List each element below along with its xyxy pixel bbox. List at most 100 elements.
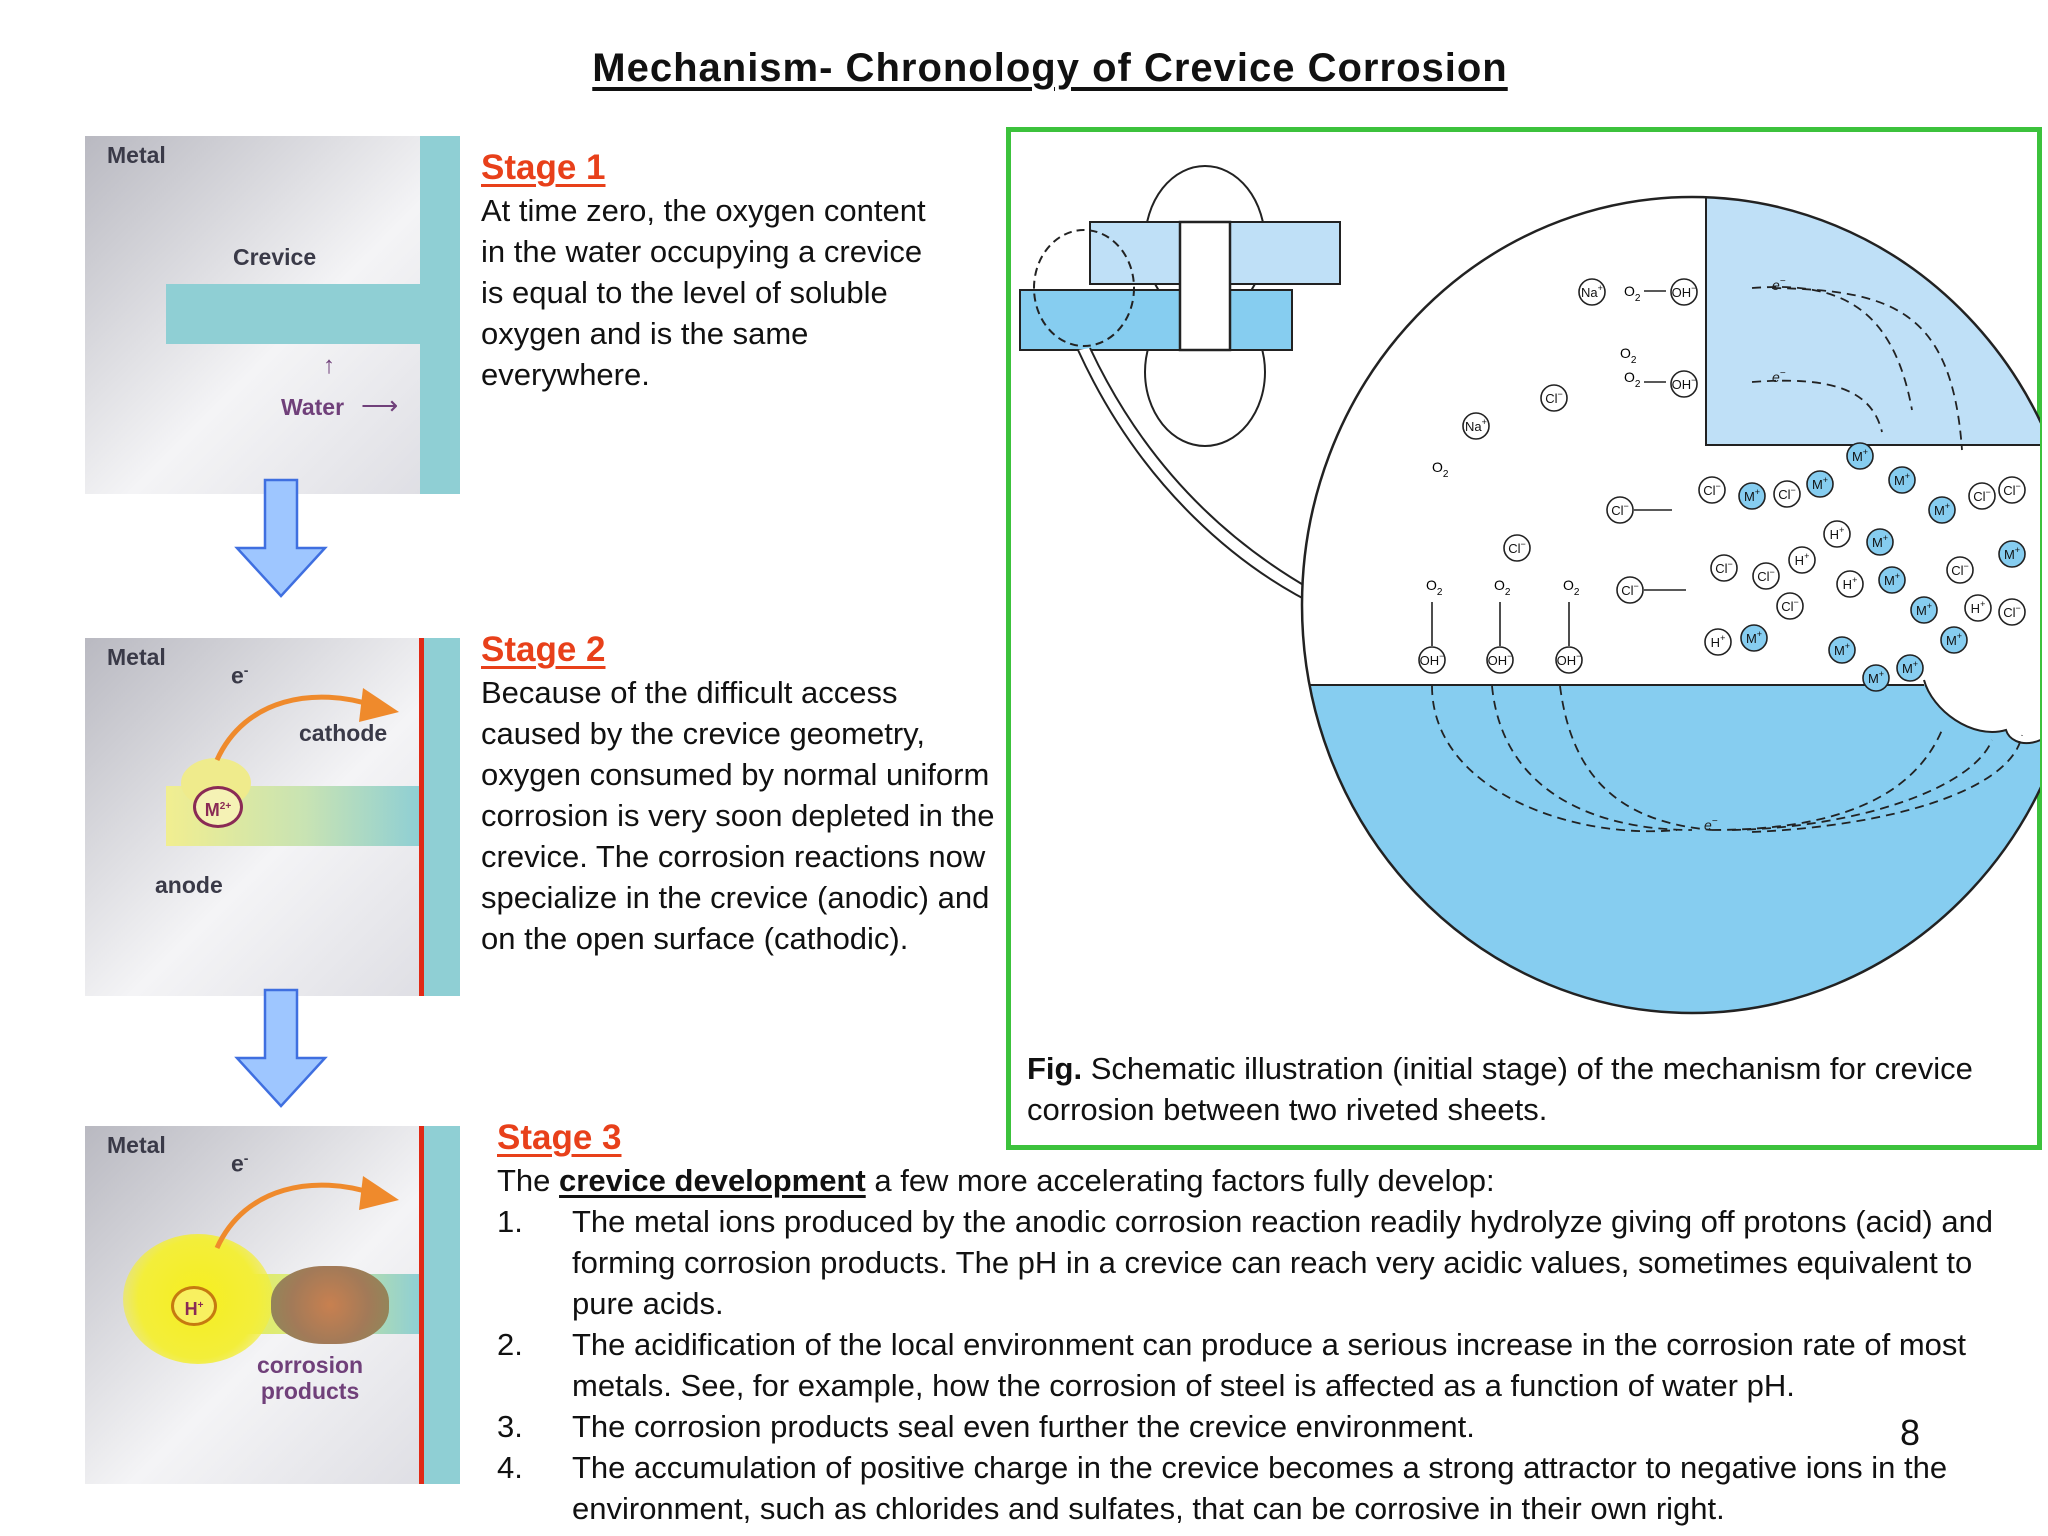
- item-text: The accumulation of positive charge in t…: [572, 1450, 1948, 1526]
- down-arrow-icon: [234, 988, 328, 1108]
- item-text: The metal ions produced by the anodic co…: [572, 1204, 1994, 1321]
- cathode-surface: [419, 638, 424, 996]
- item-number: 1.: [497, 1204, 523, 1239]
- crevice-channel: [166, 284, 426, 344]
- metal-ion: M+: [1740, 624, 1768, 652]
- svg-text:OH−: OH−: [1488, 651, 1513, 668]
- metal-ion: M+: [1862, 664, 1890, 692]
- metal-ion: M+: [1846, 442, 1874, 470]
- item-number: 4.: [497, 1450, 523, 1485]
- chloride-ion: Cl−: [1968, 482, 1996, 510]
- electron-label: e-: [231, 1150, 249, 1177]
- water-bar: [424, 638, 460, 996]
- hydroxide-ion: OH−: [1555, 646, 1583, 674]
- stage2-heading: Stage 2: [481, 630, 606, 669]
- stage2-diagram: Metal e- cathode M2+ anode: [85, 638, 460, 996]
- stage3-factor-item: 3.The corrosion products seal even furth…: [497, 1406, 2037, 1447]
- metal-ion: M+: [1738, 482, 1766, 510]
- stage3-factor-item: 4. The accumulation of positive charge in…: [497, 1447, 2037, 1529]
- corrosion-products-blob: [271, 1266, 389, 1344]
- water-label: Water: [281, 394, 345, 420]
- sodium-ion: Na+: [1462, 412, 1490, 440]
- item-number: 2.: [497, 1327, 523, 1362]
- stage3-factor-item: 1. The metal ions produced by the anodic …: [497, 1201, 2037, 1324]
- metal-ion: M+: [1896, 654, 1924, 682]
- hydroxide-ion: OH−: [1418, 646, 1446, 674]
- corrosion-products-label: corrosion products: [257, 1352, 364, 1404]
- chloride-ion: Cl−: [1503, 534, 1531, 562]
- chloride-ion: Cl−: [1616, 576, 1644, 604]
- electrolyte-bottom-sheet: [1302, 685, 2040, 1013]
- cathode-label: cathode: [299, 720, 388, 746]
- sodium-ion: Na+: [1578, 278, 1606, 306]
- item-text: The corrosion products seal even further…: [572, 1409, 1475, 1444]
- stage3-factor-item: 2.The acidification of the local environ…: [497, 1324, 2037, 1406]
- svg-text:OH−: OH−: [1672, 375, 1697, 392]
- proton-ion: H+: [1964, 594, 1992, 622]
- proton-ion: H+: [1788, 546, 1816, 574]
- metal-ion: M+: [1866, 528, 1894, 556]
- crevice-outline: [1705, 197, 2040, 744]
- chloride-ion: Cl−: [1998, 476, 2026, 504]
- down-arrow-icon: [234, 478, 328, 598]
- chloride-ion: Cl−: [1540, 384, 1568, 412]
- svg-text:OH−: OH−: [1557, 651, 1582, 668]
- metal-ion: M+: [1806, 470, 1834, 498]
- stage2-text: Because of the difficult access caused b…: [481, 675, 995, 956]
- zoom-ellipse: [1300, 195, 2040, 1015]
- chloride-ion: Cl−: [1606, 496, 1634, 524]
- figure-caption-label: Fig.: [1027, 1051, 1083, 1086]
- hydroxide-ion: OH−: [1486, 646, 1514, 674]
- figure-caption-text: Schematic illustration (initial stage) o…: [1027, 1051, 1973, 1127]
- metal-ion: M+: [1998, 540, 2026, 568]
- page-title: Mechanism- Chronology of Crevice Corrosi…: [592, 46, 1508, 90]
- metal-label: Metal: [107, 644, 166, 670]
- metal-ion: M+: [1910, 596, 1938, 624]
- chloride-ion: Cl−: [1710, 554, 1738, 582]
- water-bar: [420, 136, 460, 494]
- metal-ion: M+: [1878, 566, 1906, 594]
- anode-label: anode: [155, 872, 223, 898]
- metal-label: Metal: [107, 142, 166, 168]
- svg-text:OH−: OH−: [1672, 283, 1697, 300]
- chloride-ion: Cl−: [1752, 562, 1780, 590]
- proton-ion: H+: [1836, 570, 1864, 598]
- chloride-ion: Cl−: [1998, 598, 2026, 626]
- metal-ion-icon: M2+: [193, 786, 243, 828]
- electron-flow-arrow: [214, 688, 399, 762]
- up-arrow-icon: ↑: [323, 352, 335, 379]
- chloride-ion: Cl−: [1776, 592, 1804, 620]
- electron-label: e-: [231, 662, 249, 689]
- crevice-pit: [1706, 445, 2040, 743]
- chloride-ion: Cl−: [1946, 556, 1974, 584]
- cathode-surface: [419, 1126, 424, 1484]
- svg-text:Na+: Na+: [1465, 417, 1487, 434]
- page-number: 8: [1900, 1412, 1921, 1453]
- metal-ion: M+: [1940, 626, 1968, 654]
- stage1-text: At time zero, the oxygen content in the …: [481, 193, 926, 392]
- svg-text:Na+: Na+: [1581, 283, 1603, 300]
- metal-ion: M+: [1928, 496, 1956, 524]
- proton-ion: H+: [1823, 520, 1851, 548]
- rivet: [1178, 220, 1232, 352]
- proton-icon: H+: [171, 1286, 217, 1326]
- stage3-diagram: Metal e- H+ corrosion products: [85, 1126, 460, 1484]
- crevice-label: Crevice: [233, 244, 317, 270]
- figure-caption: Fig. Schematic illustration (initial sta…: [1027, 1048, 2017, 1130]
- stage3-heading: Stage 3: [497, 1118, 622, 1157]
- stage1-diagram: Metal Crevice ↑ Water ⟶: [85, 136, 460, 494]
- electron-flow-arrow: [214, 1176, 399, 1250]
- hydroxide-ion: OH−: [1670, 278, 1698, 306]
- metal-label: Metal: [107, 1132, 166, 1158]
- stage1-heading: Stage 1: [481, 148, 606, 187]
- upper-sheet: [1706, 197, 2040, 445]
- right-arrow-icon: ⟶: [361, 390, 399, 420]
- metal-ion: M+: [1828, 636, 1856, 664]
- chloride-ion: Cl−: [1698, 476, 1726, 504]
- stage3-factor-list: 1. The metal ions produced by the anodic …: [497, 1201, 2037, 1529]
- magnify-circle: [1033, 229, 1135, 347]
- hydroxide-ion: OH−: [1670, 370, 1698, 398]
- bottom-sheet: [1019, 289, 1293, 351]
- stage3-intro: The crevice development a few more accel…: [497, 1163, 1495, 1198]
